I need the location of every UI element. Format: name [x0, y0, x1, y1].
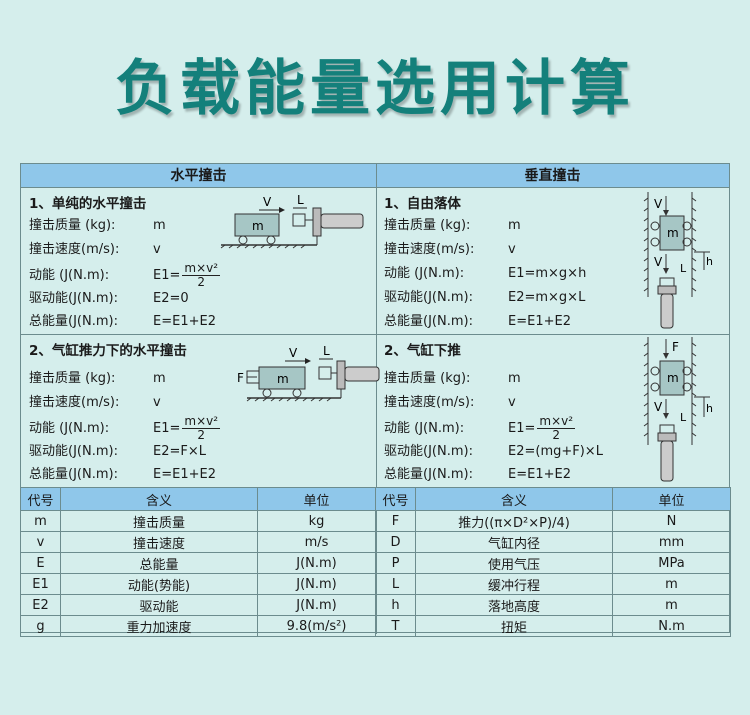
legend-header-unit: 单位	[612, 487, 731, 511]
free-fall-diagram: V m V h L	[643, 192, 713, 329]
svg-text:m: m	[252, 219, 264, 233]
svg-text:L: L	[680, 262, 687, 275]
section-cylinder-horizontal: 2、气缸推力下的水平撞击 撞击质量 (kg):m 撞击速度(m/s):v 动能 …	[21, 335, 380, 487]
section-horizontal-simple: 1、单纯的水平撞击 撞击质量 (kg):m 撞击速度(m/s):v 动能 (J(…	[21, 188, 376, 334]
section-free-fall: 1、自由落体 撞击质量 (kg):m 撞击速度(m/s):v 动能 (J(N.m…	[376, 188, 729, 334]
svg-text:F: F	[672, 340, 679, 354]
svg-text:V: V	[654, 400, 663, 414]
svg-text:m: m	[277, 372, 289, 386]
svg-text:V: V	[289, 346, 298, 360]
svg-text:F: F	[237, 371, 244, 385]
section-title: 2、气缸推力下的水平撞击	[29, 343, 187, 359]
section-cylinder-down: 2、气缸下推 撞击质量 (kg):m 撞击速度(m/s):v 动能 (J(N.m…	[376, 335, 729, 487]
page-title: 负载能量选用计算	[115, 54, 635, 124]
legend-header-code: 代号	[20, 487, 61, 511]
column-header-horizontal: 水平撞击	[21, 164, 376, 188]
legend-header-row: 代号 含义 单位 代号 含义 单位	[20, 487, 731, 511]
cylinder-down-diagram: F m V h L	[643, 337, 713, 482]
section-divider	[21, 334, 729, 335]
svg-text:V: V	[263, 195, 272, 209]
column-header-vertical: 垂直撞击	[376, 164, 729, 188]
svg-text:h: h	[706, 402, 713, 415]
legend-header-meaning: 含义	[415, 487, 613, 511]
svg-text:L: L	[323, 344, 330, 358]
svg-text:V: V	[654, 255, 663, 269]
legend-header-unit: 单位	[257, 487, 376, 511]
svg-text:m: m	[667, 226, 679, 240]
formula-panel: 水平撞击 垂直撞击 1、单纯的水平撞击 撞击质量 (kg):m 撞击速度(m/s…	[20, 163, 730, 634]
section-title: 2、气缸下推	[384, 343, 461, 359]
svg-text:V: V	[654, 197, 663, 211]
legend-header-code: 代号	[375, 487, 416, 511]
horizontal-impact-diagram: V L m	[220, 193, 364, 249]
section-title: 1、自由落体	[384, 196, 461, 212]
svg-text:m: m	[667, 371, 679, 385]
svg-text:L: L	[297, 193, 304, 207]
svg-text:h: h	[706, 255, 713, 268]
legend-header-meaning: 含义	[60, 487, 258, 511]
svg-text:L: L	[680, 411, 687, 424]
section-title: 1、单纯的水平撞击	[29, 196, 147, 212]
cylinder-horizontal-diagram: V L F m	[237, 344, 380, 402]
column-divider	[376, 164, 377, 634]
